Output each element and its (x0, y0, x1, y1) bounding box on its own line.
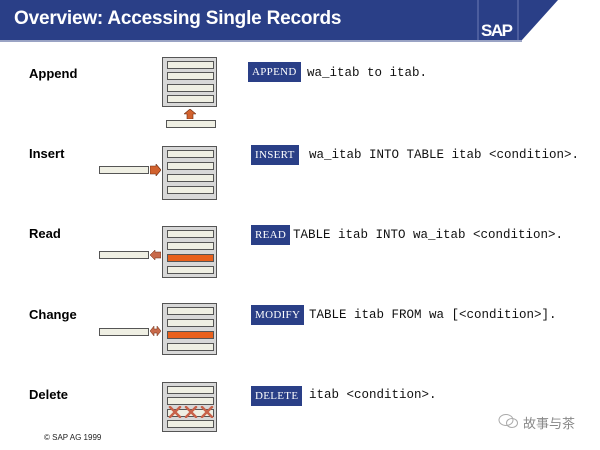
label-delete: Delete (29, 387, 69, 402)
change-record (99, 328, 149, 336)
keyword-delete: DELETE (251, 386, 303, 406)
label-change: Change (29, 307, 77, 322)
sap-logo: SAP (481, 21, 513, 40)
copyright: © SAP AG 1999 (44, 433, 102, 442)
code-modify: TABLE itab FROM wa [<condition>]. (309, 308, 557, 322)
left-arrow-icon (150, 250, 161, 260)
label-append: Append (29, 66, 78, 81)
insert-record (99, 166, 149, 174)
label-read: Read (29, 226, 61, 241)
append-table-diagram (162, 57, 217, 107)
keyword-read: READ (251, 225, 291, 245)
code-append: wa_itab to itab. (307, 66, 428, 80)
slide-header: Overview: Accessing Single Records SAP (0, 0, 600, 42)
right-arrow-icon (150, 164, 161, 176)
code-insert: wa_itab INTO TABLE itab <condition>. (309, 148, 580, 162)
page-title: Overview: Accessing Single Records (14, 8, 342, 29)
wechat-icon (498, 414, 518, 428)
code-delete: itab <condition>. (309, 388, 437, 402)
double-arrow-icon (150, 326, 161, 336)
keyword-append: APPEND (248, 62, 301, 82)
change-table-diagram (162, 303, 217, 355)
keyword-modify: MODIFY (251, 305, 305, 325)
insert-table-diagram (162, 146, 217, 200)
header-banner-icon (0, 0, 558, 42)
read-table-diagram (162, 226, 217, 278)
delete-x-marks-icon (168, 406, 214, 418)
read-record (99, 251, 149, 259)
keyword-insert: INSERT (251, 145, 299, 165)
append-record (166, 120, 216, 128)
code-read: TABLE itab INTO wa_itab <condition>. (293, 228, 564, 242)
up-arrow-icon (184, 109, 196, 119)
watermark-text: 故事与茶 (523, 416, 576, 431)
label-insert: Insert (29, 146, 65, 161)
